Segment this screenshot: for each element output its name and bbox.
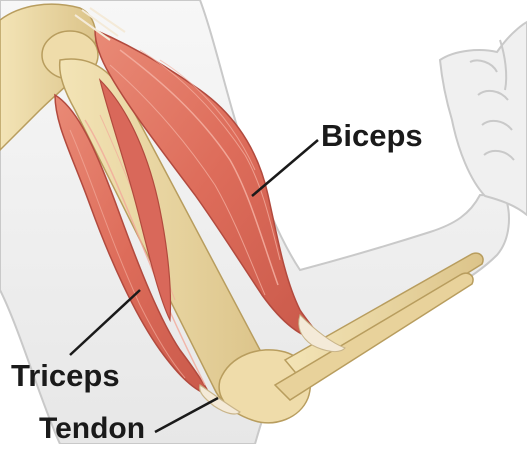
triceps-label: Triceps (11, 360, 120, 391)
biceps-leader-line (252, 140, 318, 196)
tendon-label: Tendon (39, 414, 145, 444)
biceps-label: Biceps (321, 120, 423, 151)
hand (440, 22, 527, 215)
